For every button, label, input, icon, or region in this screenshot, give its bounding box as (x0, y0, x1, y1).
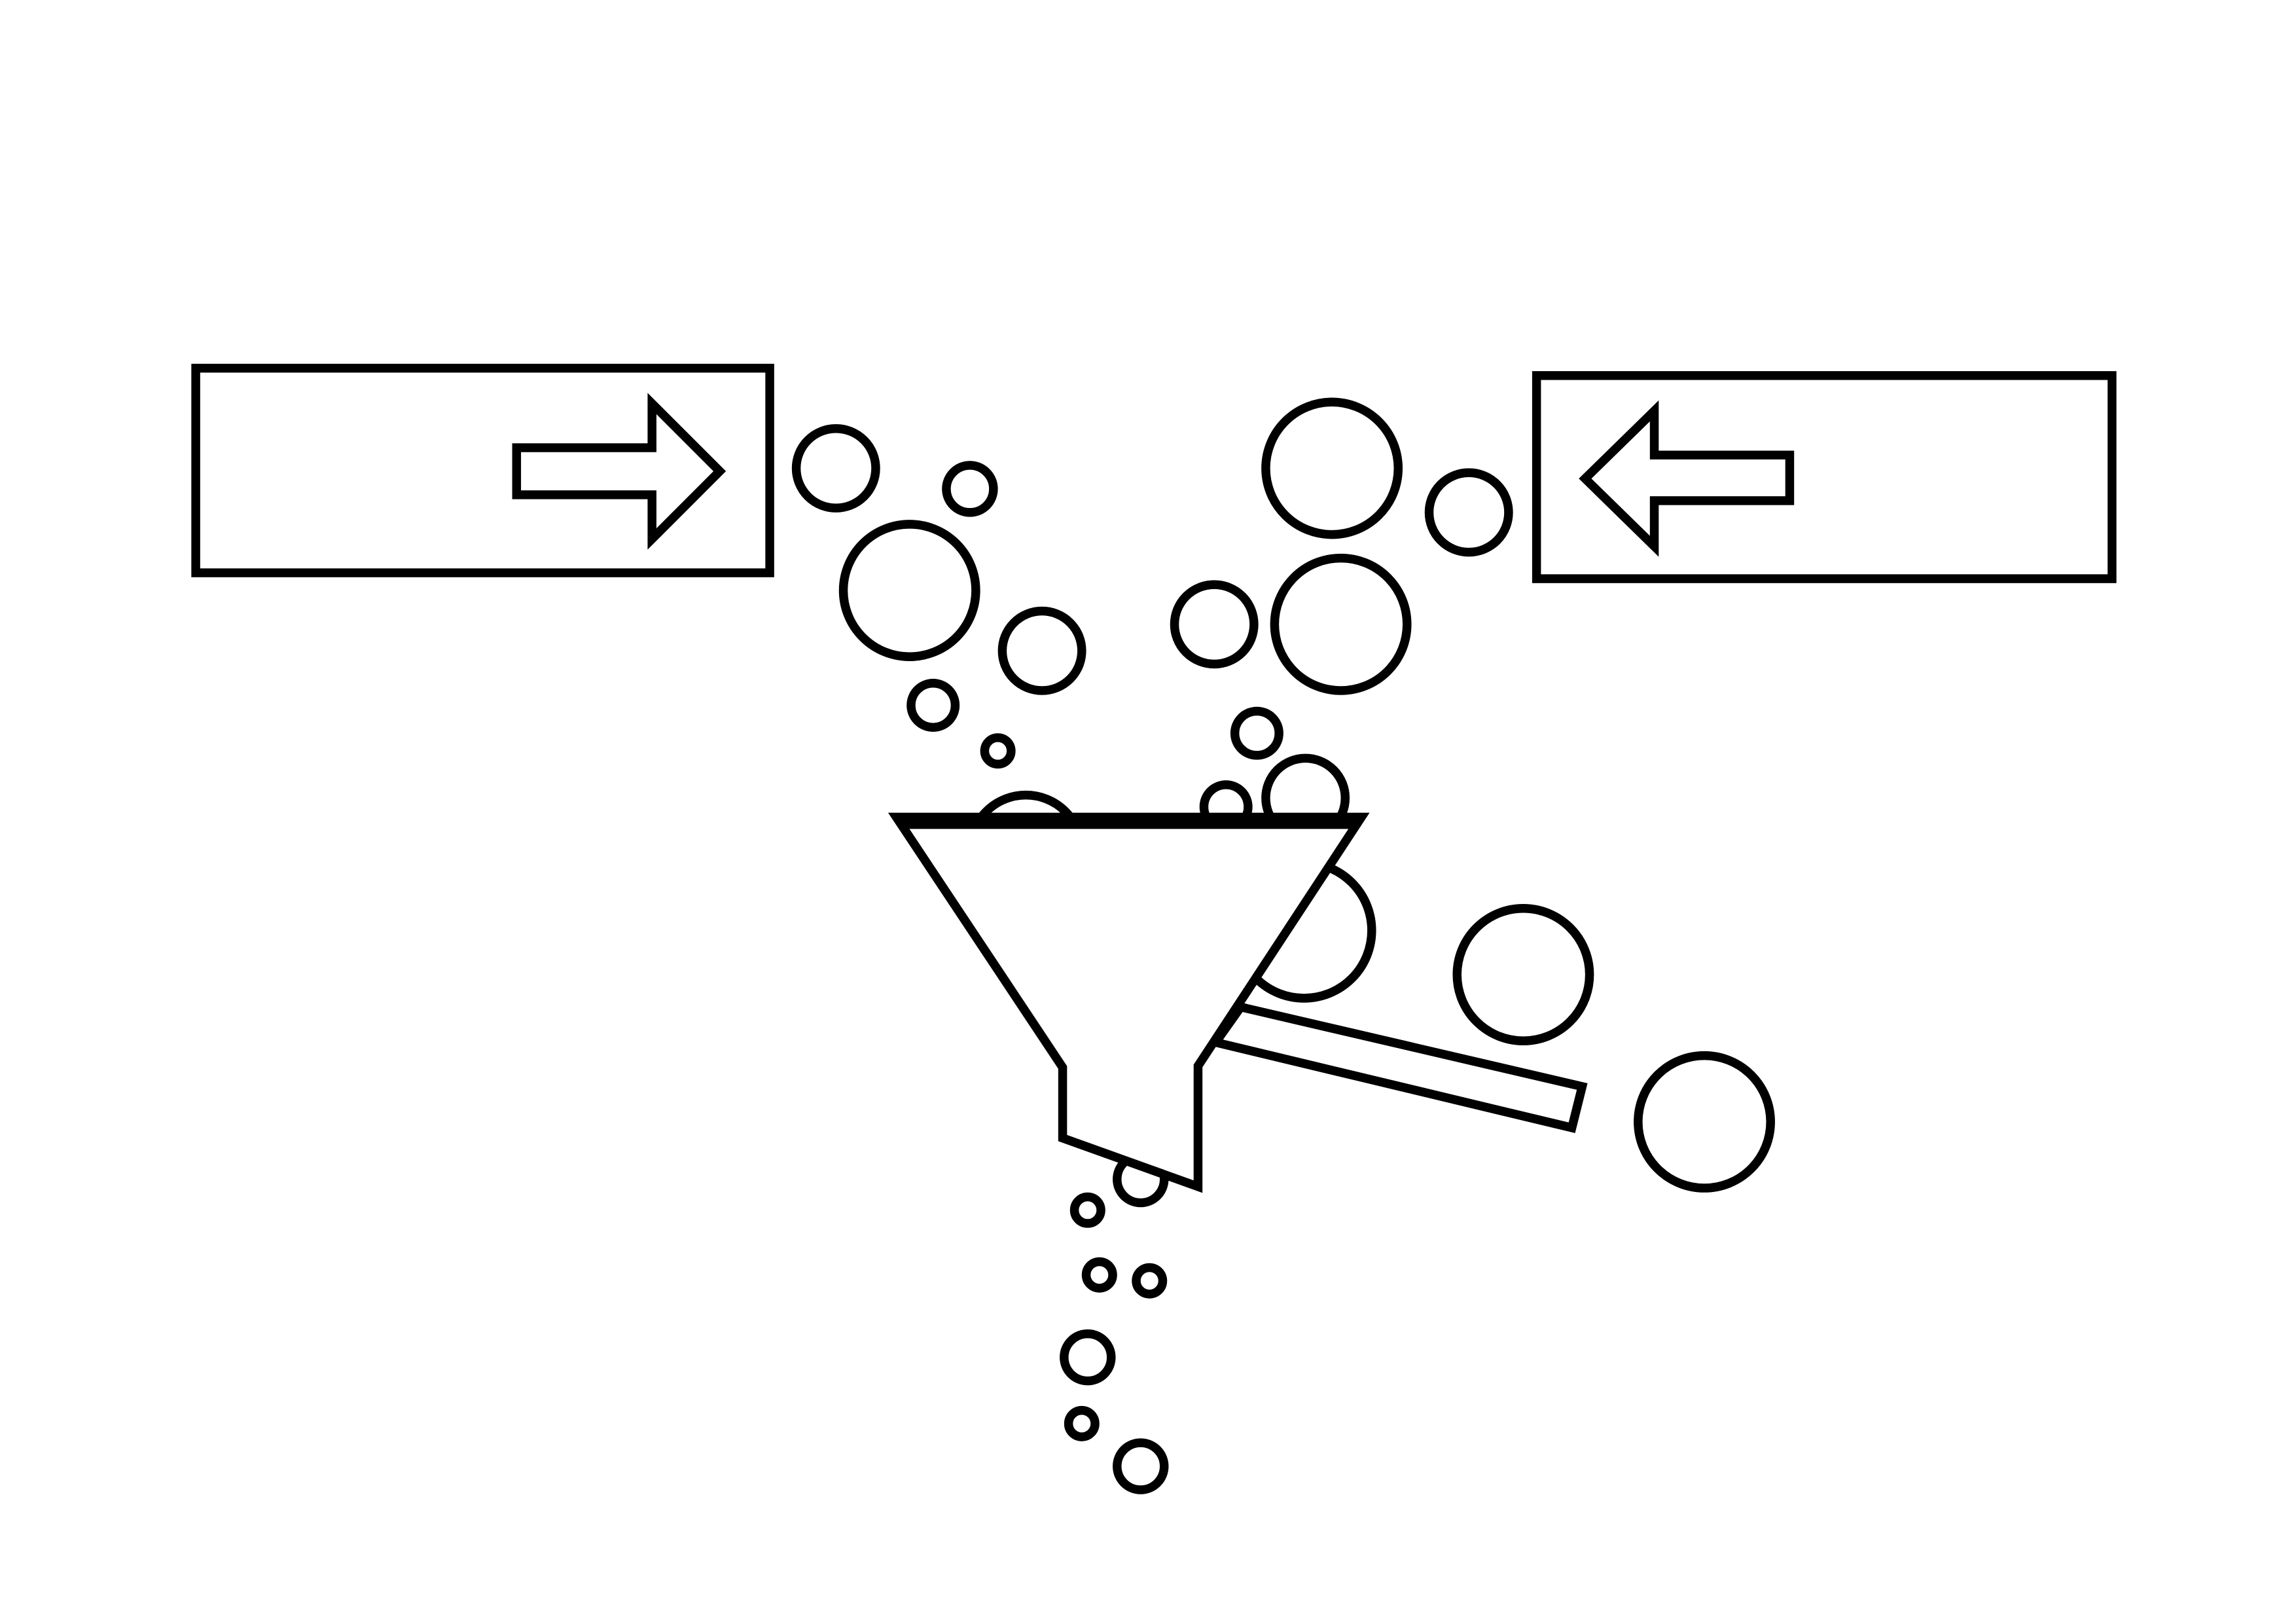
right-input-box (1532, 371, 2117, 583)
bubble (980, 733, 1016, 769)
bubble (1230, 706, 1283, 760)
bubble (1270, 553, 1412, 695)
left-arrow-icon (1579, 400, 1795, 557)
bubble (1170, 580, 1259, 669)
left-input-box (191, 363, 774, 577)
bubble (1261, 397, 1403, 539)
bubble (1081, 1257, 1117, 1293)
bubble (838, 520, 980, 662)
right-arrow-icon (512, 393, 726, 550)
bubble (1132, 1263, 1168, 1299)
bubble (1060, 1329, 1116, 1386)
bubble (1064, 1405, 1100, 1441)
bubble (1634, 1051, 1775, 1193)
bubble (791, 424, 880, 513)
funnel (888, 812, 1370, 1193)
funnel-body (888, 812, 1370, 1193)
output-bubbles (1060, 1192, 1169, 1494)
bubble (942, 461, 998, 517)
bubble (906, 678, 960, 732)
bubble (1452, 904, 1594, 1045)
bubble (1113, 1438, 1169, 1494)
bubble (997, 606, 1086, 695)
bubble (1069, 1192, 1105, 1228)
bubble (1424, 468, 1513, 557)
